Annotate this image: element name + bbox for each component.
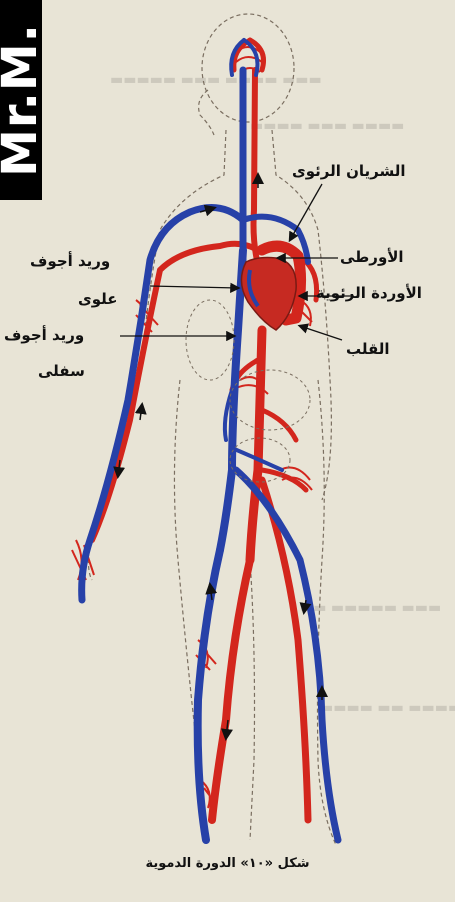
label-pulmonary-veins: الأوردة الرئوية [316,284,422,302]
watermark: Mr.M. [0,0,42,200]
veins [82,40,338,840]
label-inferior-vena-cava-line2: سفلى [38,362,85,380]
label-superior-vena-cava-line1: وريد أجوف [30,252,110,270]
label-aorta: الأورطى [340,248,404,266]
label-heart: القلب [346,340,390,358]
label-superior-vena-cava-line2: علوى [78,290,118,308]
label-inferior-vena-cava-line1: وريد أجوف [4,326,84,344]
figure-caption: شكل «١٠» الدورة الدموية [0,856,455,871]
label-pulmonary-artery: الشريان الرئوى [292,162,406,180]
arteries [92,40,317,820]
capillary-beds [72,47,312,808]
